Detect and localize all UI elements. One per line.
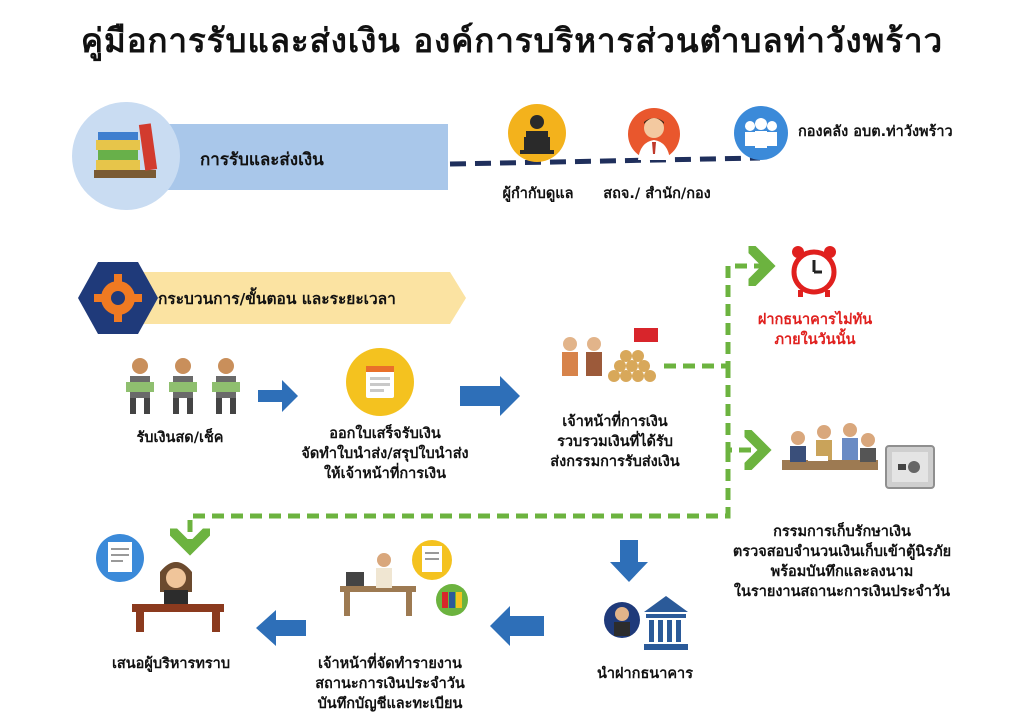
step-bank-deposit-label: นำฝากธนาคาร bbox=[596, 666, 693, 682]
books-icon bbox=[72, 102, 180, 210]
role-label-office: สถจ./ สำนัก/กอง bbox=[603, 186, 711, 202]
money-bags-illustration bbox=[556, 326, 664, 394]
committee-line2: ตรวจสอบจำนวนเงินเก็บเข้าตู้นิรภัย bbox=[732, 544, 952, 560]
late-deposit-line2: ภายในวันนั้น bbox=[774, 332, 856, 348]
bank-building-icon bbox=[604, 590, 688, 654]
step-finance-officer-line3: ส่งกรรมการรับส่งเงิน bbox=[550, 454, 680, 470]
step-issue-receipt-line2: จัดทำใบนำส่ง/สรุปใบนำส่ง bbox=[301, 446, 469, 462]
role-label-finance-division: กองคลัง อบต.ท่าวังพร้าว bbox=[798, 124, 953, 140]
gear-icon bbox=[78, 262, 158, 334]
step-finance-officer-line2: รวบรวมเงินที่ได้รับ bbox=[557, 434, 673, 450]
step-present-label: เสนอผู้บริหารทราบ bbox=[111, 656, 231, 672]
step-finance-officer-line1: เจ้าหน้าที่การเงิน bbox=[562, 414, 668, 430]
receive-send-banner-label: การรับและส่งเงิน bbox=[200, 150, 324, 170]
process-banner: กระบวนการ/ขั้นตอน และระยะเวลา bbox=[118, 272, 450, 324]
step-receive-cash-label: รับเงินสด/เช็ค bbox=[136, 430, 224, 446]
executive-illustration bbox=[92, 532, 224, 632]
podium-speaker-icon bbox=[508, 104, 566, 162]
committee-line4: ในรายงานสถานะการเงินประจำวัน bbox=[733, 584, 951, 600]
committee-line1: กรรมการเก็บรักษาเงิน bbox=[773, 524, 911, 540]
safe-icon bbox=[884, 444, 936, 490]
step-report-line3: บันทึกบัญชีและทะเบียน bbox=[317, 696, 463, 712]
committee-meeting-illustration bbox=[778, 416, 882, 490]
report-desk-illustration bbox=[336, 538, 470, 618]
receipt-icon bbox=[346, 348, 414, 416]
page-title: คู่มือการรับและส่งเงิน องค์การบริหารส่วน… bbox=[80, 21, 944, 60]
step-issue-receipt-line1: ออกใบเสร็จรับเงิน bbox=[329, 426, 441, 442]
step-report-line1: เจ้าหน้าที่จัดทำรายงาน bbox=[318, 656, 462, 672]
officer-avatar-icon bbox=[628, 108, 680, 160]
step-issue-receipt-line3: ให้เจ้าหน้าที่การเงิน bbox=[323, 466, 447, 482]
alarm-clock-icon bbox=[784, 242, 844, 298]
role-label-supervisor: ผู้กำกับดูแล bbox=[502, 186, 574, 202]
team-people-icon bbox=[734, 106, 788, 160]
late-deposit-line1: ฝากธนาคารไม่ทัน bbox=[757, 312, 873, 328]
cash-holders-illustration bbox=[118, 354, 248, 416]
committee-line3: พร้อมบันทึกและลงนาม bbox=[770, 564, 914, 580]
process-banner-label: กระบวนการ/ขั้นตอน และระยะเวลา bbox=[158, 290, 396, 308]
step-report-line2: สถานะการเงินประจำวัน bbox=[315, 676, 465, 692]
